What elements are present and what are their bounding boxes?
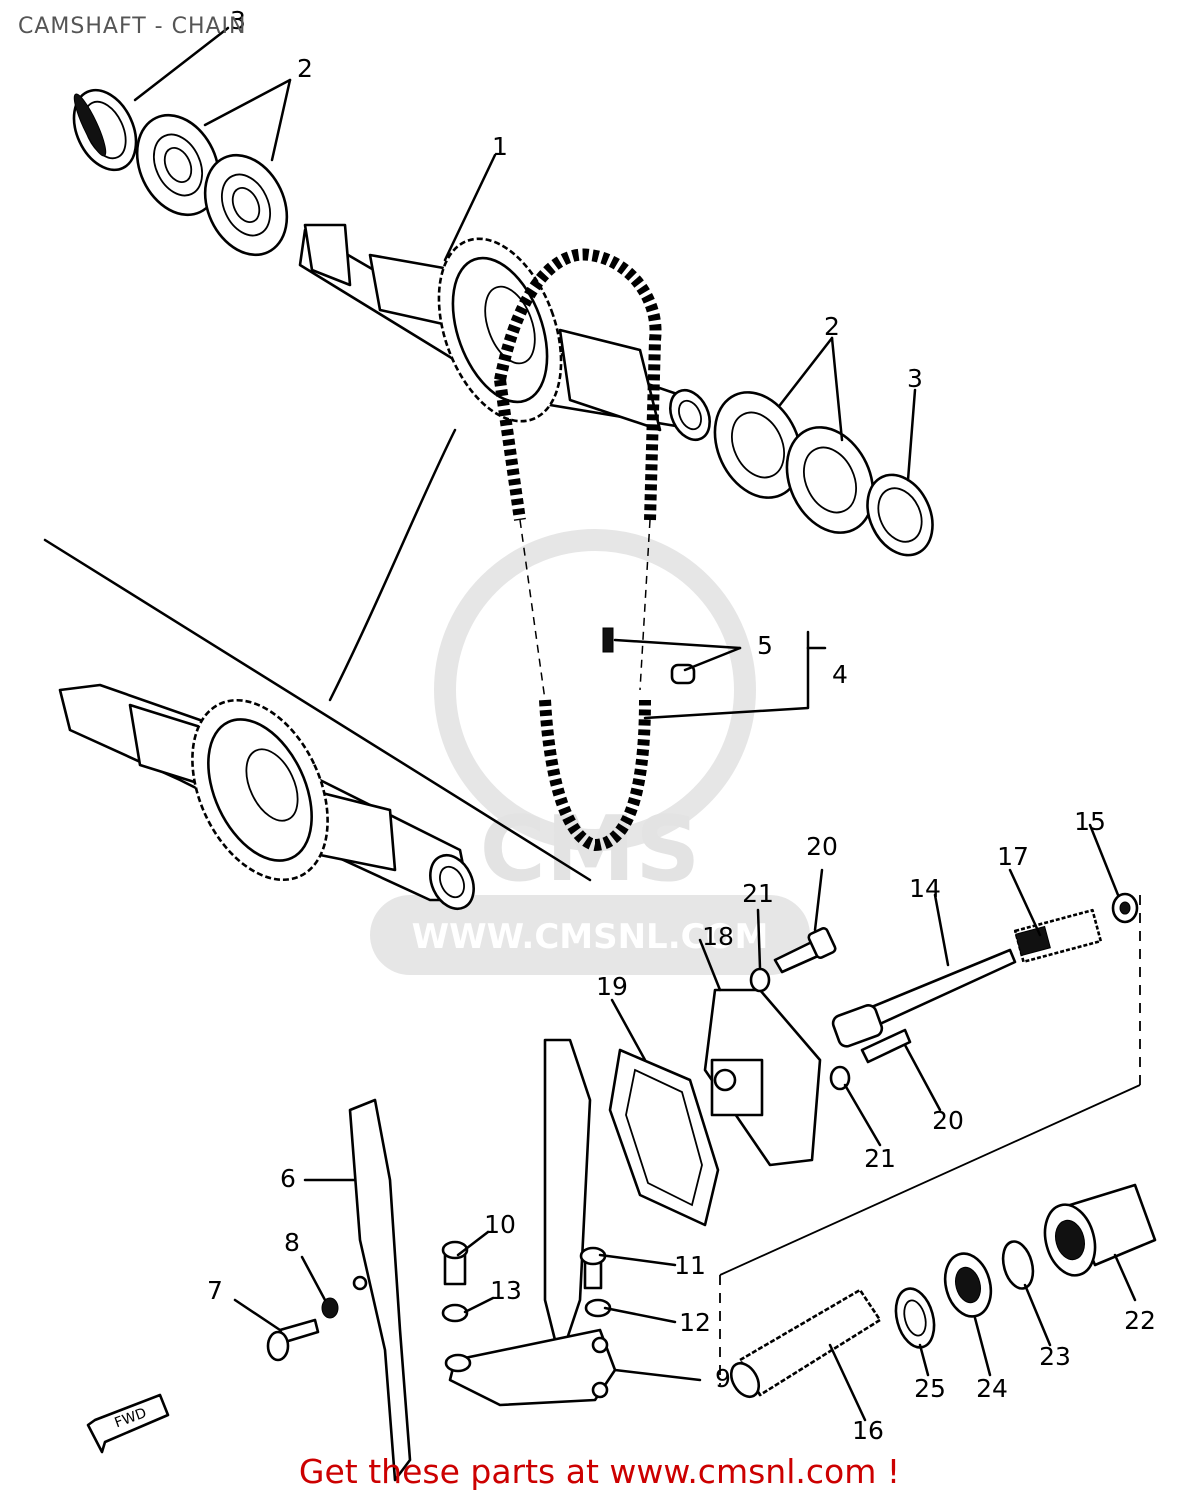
- bearing-right-1: [713, 391, 803, 499]
- diagram-title: CAMSHAFT - CHAIN: [18, 14, 247, 39]
- callout-22: 22: [1124, 1306, 1156, 1335]
- footer-link[interactable]: Get these parts at www.cmsnl.com !: [298, 1452, 901, 1491]
- camshaft-chain: [494, 248, 662, 852]
- callout-leaders: [133, 26, 1137, 1422]
- callout-11: 11: [674, 1251, 706, 1280]
- callout-6: 6: [280, 1164, 296, 1193]
- watermark-url: WWW.CMSNL.COM: [412, 917, 769, 957]
- upper-cam-sprocket: [437, 237, 563, 423]
- assembly-arrow-line: [328, 428, 457, 702]
- callout-5: 5: [757, 631, 773, 660]
- tensioner-bolts: [773, 927, 912, 1064]
- callout-12: 12: [679, 1308, 711, 1337]
- callout-24: 24: [976, 1374, 1008, 1403]
- o-ring-25: [894, 1287, 936, 1349]
- callout-2-right: 2: [824, 312, 840, 341]
- washer-8: [321, 1297, 339, 1319]
- bearing-right-2: [785, 426, 875, 534]
- washer-9: [444, 1353, 472, 1373]
- tensioner-cap: [1111, 892, 1139, 924]
- callout-20-bottom: 20: [932, 1106, 964, 1135]
- o-ring-23: [1001, 1240, 1035, 1290]
- tensioner-gasket: [608, 1048, 720, 1227]
- callout-21-top: 21: [742, 879, 774, 908]
- callout-labels: 1 3 2 1 2 3 4 5 6 7 8 9 10 11 12 13 14 1…: [207, 6, 1156, 1445]
- callout-19: 19: [596, 972, 628, 1001]
- chain-guide-right: [543, 1038, 592, 1362]
- callout-3-top: 3: [230, 6, 246, 35]
- washer-24: [943, 1252, 993, 1318]
- tensioner-rod: [831, 948, 1017, 1048]
- callout-15: 15: [1074, 807, 1106, 836]
- oil-seal-left: [72, 88, 138, 172]
- callout-1-camshaft: 1: [492, 132, 508, 161]
- callout-23: 23: [1039, 1342, 1071, 1371]
- callout-13: 13: [490, 1276, 522, 1305]
- tensioner-body: [703, 988, 822, 1167]
- tensioner-spring-16: [729, 1288, 882, 1399]
- callout-9: 9: [715, 1364, 731, 1393]
- callout-14: 14: [909, 874, 941, 903]
- lower-cam-sprocket: [191, 698, 329, 882]
- callout-4: 4: [832, 660, 848, 689]
- callout-16: 16: [852, 1416, 884, 1445]
- washer-13: [441, 1303, 469, 1323]
- bearing-left-2: [203, 153, 289, 257]
- guide-bracket: [448, 1328, 617, 1407]
- guide-bolt-7: [266, 1318, 320, 1362]
- assembly-divider-line: [43, 538, 592, 882]
- watermark-brand: CMS: [480, 797, 700, 902]
- cmsnl-watermark: CMS WWW.CMSNL.COM: [370, 529, 810, 975]
- fwd-arrow: FWD: [86, 1393, 170, 1454]
- callout-3-right: 3: [907, 364, 923, 393]
- oil-seal-right: [866, 473, 934, 557]
- master-link-pins: [602, 627, 696, 685]
- callout-20-top: 20: [806, 832, 838, 861]
- chain-guide-left: [348, 1098, 412, 1482]
- assembly-guide-line-lower: [719, 1084, 1141, 1276]
- bearing-left-1: [135, 113, 221, 217]
- tensioner-spring: [1013, 908, 1103, 964]
- callout-25: 25: [914, 1374, 946, 1403]
- callout-10: 10: [484, 1210, 516, 1239]
- bolt-10: [441, 1240, 469, 1286]
- bolt-11: [579, 1246, 607, 1290]
- callout-18: 18: [702, 922, 734, 951]
- cap-bolt-22: [1043, 1183, 1157, 1277]
- callout-7: 7: [207, 1276, 223, 1305]
- tensioner-washers: [749, 967, 851, 1091]
- callout-17: 17: [997, 842, 1029, 871]
- callout-21-bottom: 21: [864, 1144, 896, 1173]
- callout-8: 8: [284, 1228, 300, 1257]
- callout-2-top: 2: [297, 54, 313, 83]
